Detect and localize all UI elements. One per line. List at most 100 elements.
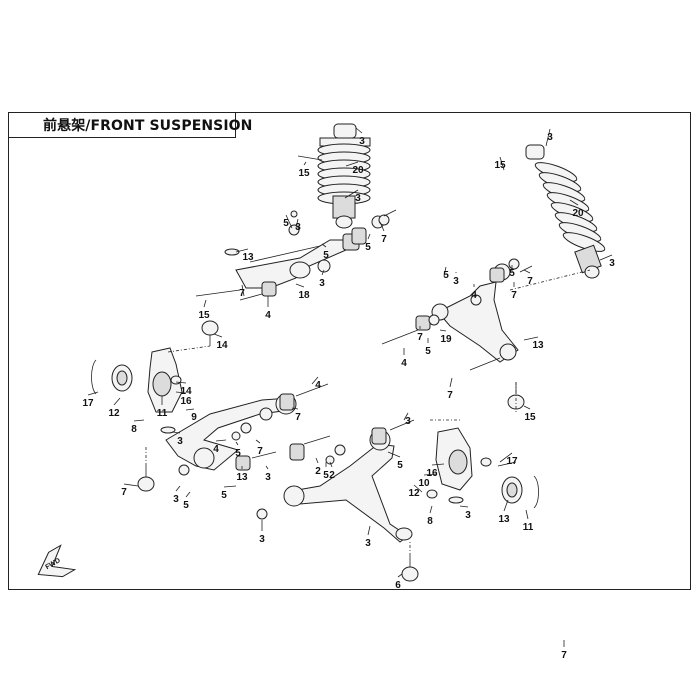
bolts-left-upper: [195, 155, 397, 301]
callout-number-19: 19: [440, 334, 452, 345]
callout-number-7: 7: [295, 412, 301, 423]
callout-number-4: 4: [213, 444, 219, 455]
callout-number-3: 3: [177, 436, 183, 447]
callout-number-3: 3: [365, 538, 371, 549]
callout-leader-line: [345, 161, 359, 167]
callout-number-8: 8: [131, 424, 137, 435]
callout-leader-line: [303, 161, 307, 166]
callout-leader-line: [599, 254, 613, 261]
callout-number-13: 13: [236, 472, 248, 483]
callout-leader-line: [569, 199, 579, 206]
callout-leader-line: [175, 485, 181, 492]
callout-leader-line: [523, 405, 531, 410]
right-lower-ball-joint: [401, 556, 419, 582]
callout-number-3: 3: [355, 193, 361, 204]
callout-leader-line: [355, 127, 363, 134]
callout-number-7: 7: [257, 446, 263, 457]
callout-number-9: 9: [191, 412, 197, 423]
callout-number-5: 5: [443, 270, 449, 281]
callout-number-15: 15: [298, 168, 310, 179]
callout-number-16: 16: [180, 396, 192, 407]
callout-number-4: 4: [401, 358, 407, 369]
callout-number-7: 7: [381, 234, 387, 245]
callout-leader-line: [403, 412, 409, 421]
callout-leader-line: [295, 283, 305, 288]
callout-number-8: 8: [427, 516, 433, 527]
callout-number-5: 5: [283, 218, 289, 229]
callout-leader-line: [223, 485, 237, 488]
callout-leader-line: [185, 408, 195, 411]
callout-leader-line: [459, 505, 469, 508]
callout-leader-line: [133, 419, 145, 422]
callout-number-7: 7: [121, 487, 127, 498]
callout-leader-line: [329, 461, 333, 468]
callout-leader-line: [429, 505, 433, 514]
callout-number-5: 5: [365, 242, 371, 253]
callout-leader-line: [545, 128, 551, 147]
callout-number-3: 3: [259, 534, 265, 545]
right-shock-absorber: [525, 144, 606, 279]
callout-leader-line: [185, 491, 191, 498]
callout-number-7: 7: [511, 290, 517, 301]
callout-leader-line: [215, 439, 227, 442]
callout-number-17: 17: [82, 398, 94, 409]
callout-leader-line: [431, 463, 445, 466]
callout-leader-line: [203, 299, 207, 308]
callout-number-14: 14: [216, 340, 228, 351]
callout-leader-line: [499, 156, 505, 171]
callout-number-3: 3: [453, 276, 459, 287]
callout-number-5: 5: [183, 500, 189, 511]
callout-number-13: 13: [532, 340, 544, 351]
callout-number-5: 5: [425, 346, 431, 357]
callout-leader-line: [285, 214, 293, 229]
callout-number-20: 20: [352, 165, 364, 176]
callout-number-15: 15: [494, 160, 506, 171]
callout-leader-line: [175, 391, 187, 394]
callout-number-3: 3: [295, 222, 301, 233]
callout-leader-line: [499, 452, 513, 463]
callout-leader-line: [295, 218, 299, 229]
callout-leader-line: [379, 221, 385, 232]
callout-leader-line: [255, 439, 261, 444]
left-lower-a-arm: [160, 383, 329, 476]
callout-leader-line: [443, 266, 447, 277]
callout-number-15: 15: [198, 310, 210, 321]
callout-leader-line: [113, 397, 121, 406]
callout-number-3: 3: [173, 494, 179, 505]
left-wheel-bearing: [91, 359, 133, 395]
callout-leader-line: [123, 483, 139, 487]
callout-number-6: 6: [395, 580, 401, 591]
callout-leader-line: [413, 484, 423, 493]
callout-number-13: 13: [498, 514, 510, 525]
callout-leader-line: [311, 376, 319, 385]
callout-number-12: 12: [108, 408, 120, 419]
callout-leader-line: [523, 336, 539, 341]
callout-leader-line: [235, 248, 249, 253]
right-wheel-bearing: [501, 475, 539, 509]
callout-number-4: 4: [315, 380, 321, 391]
callout-number-15: 15: [524, 412, 536, 423]
callout-leader-line: [423, 473, 437, 476]
callout-leader-line: [171, 431, 181, 434]
callout-leader-line: [321, 269, 325, 276]
callout-number-5: 5: [221, 490, 227, 501]
callout-leader-line: [265, 465, 269, 470]
callout-number-2: 2: [315, 466, 321, 477]
callout-number-11: 11: [523, 522, 534, 533]
callout-number-7: 7: [239, 288, 245, 299]
callout-number-3: 3: [465, 510, 471, 521]
callout-number-3: 3: [265, 472, 271, 483]
assembly-center-lines: [145, 269, 591, 556]
callout-number-11: 11: [157, 408, 168, 419]
callout-number-7: 7: [417, 332, 423, 343]
callout-leader-line: [315, 457, 319, 464]
left-lower-ball-joint: [137, 466, 155, 492]
title-box: [8, 112, 236, 138]
fwd-arrow-icon: FWD: [37, 544, 77, 578]
right-lower-a-arm: [256, 419, 415, 543]
callout-leader-line: [503, 499, 509, 512]
callout-number-16: 16: [426, 468, 438, 479]
